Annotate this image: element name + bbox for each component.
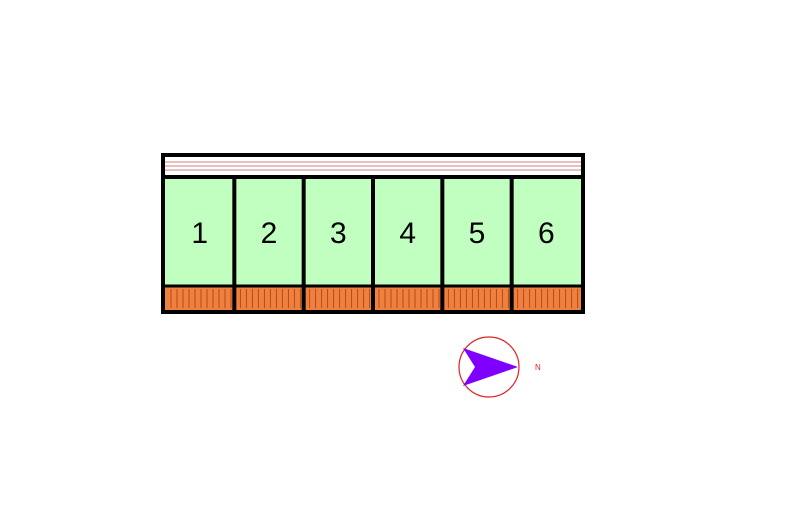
unit-balcony [442, 287, 512, 310]
unit-balcony [165, 287, 235, 310]
north-arrow-icon [463, 348, 518, 386]
compass-north-label: N [535, 363, 541, 372]
unit-room [511, 179, 581, 285]
unit-number: 3 [330, 217, 347, 250]
compass: N [458, 336, 541, 398]
corridor [163, 157, 583, 179]
unit-room [165, 179, 235, 285]
units-layer: 1 2 3 4 5 6 [163, 177, 583, 312]
unit-number: 1 [191, 217, 208, 250]
unit-balcony [373, 287, 443, 310]
unit-balcony [234, 287, 304, 310]
unit-room [234, 179, 304, 285]
unit-room [373, 179, 443, 285]
unit-balcony [303, 287, 373, 310]
unit-number: 2 [261, 217, 278, 250]
unit-number: 4 [399, 217, 416, 250]
unit-number: 5 [469, 217, 486, 250]
unit-number: 6 [538, 217, 555, 250]
unit-room [442, 179, 512, 285]
unit-balcony [511, 287, 581, 310]
unit-room [303, 179, 373, 285]
